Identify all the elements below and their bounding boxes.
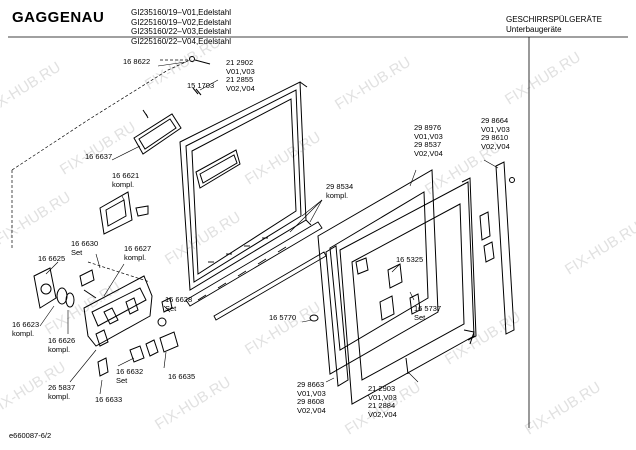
brand-logo: GAGGENAU [12, 9, 105, 26]
category-line: GESCHIRRSPÜLGERÄTE [506, 15, 603, 24]
model-line: GI235160/22–V03,Edelstahl [131, 27, 232, 37]
part-label-168622: 16 8622 [123, 57, 151, 66]
handle-cutout [195, 149, 241, 189]
model-list: GI235160/19–V01,Edelstahl GI225160/19–V0… [131, 8, 231, 46]
part-label-166625: 16 6625 [38, 254, 66, 263]
part-label-151703: 15 1703 [187, 81, 215, 90]
part-label-165325: 16 5325 [396, 255, 424, 264]
model-line: GI235160/19–V01,Edelstahl [131, 8, 232, 17]
model-line: GI225160/19–V02,Edelstahl [131, 17, 232, 27]
side-strips [325, 161, 515, 387]
category-line: Unterbaugeräte [506, 24, 562, 34]
seal-frame [133, 113, 182, 155]
door-frame [179, 81, 312, 291]
part-label-165770: 16 5770 [269, 313, 297, 322]
part-label-166633: 16 6633 [95, 395, 123, 404]
hinge-details [309, 211, 495, 375]
part-label-166635: 16 6635 [168, 372, 196, 381]
document-id: e660087-6/2 [9, 431, 52, 440]
screw-parts [142, 56, 211, 119]
dispenser-parts [33, 191, 179, 377]
category-heading: GESCHIRRSPÜLGERÄTE Unterbaugeräte [506, 15, 602, 34]
leader-lines [39, 61, 499, 395]
guide-lines [11, 59, 191, 283]
side-panel-outer [317, 169, 477, 405]
part-label-166637: 16 6637 [85, 152, 113, 161]
model-line: GI225160/22–V04,Edelstahl [131, 36, 232, 46]
